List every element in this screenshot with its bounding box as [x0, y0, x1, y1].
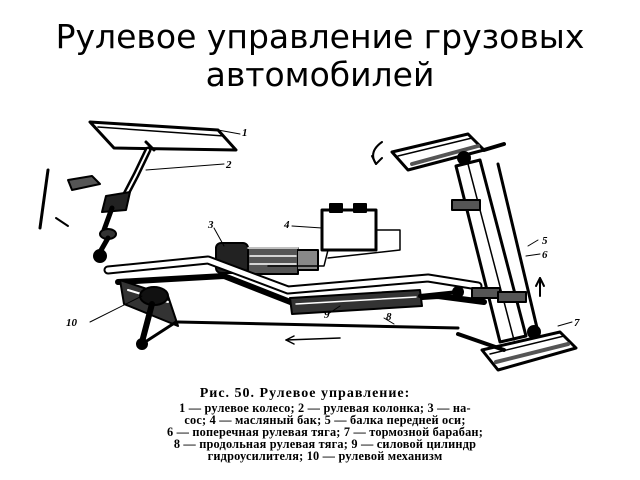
steering-diagram: 1 2 3 4 5 6 7 8 9 10 — [38, 120, 580, 372]
caption-line: гидроусилителя; 10 — рулевой механизм — [207, 449, 443, 463]
caption-line: 1 — рулевое колесо; 2 — рулевая колонка;… — [179, 401, 471, 415]
callout-8: 8 — [386, 311, 392, 323]
front-axle — [451, 158, 540, 344]
caption-heading: Рис. 50. Рулевое управление: — [199, 386, 411, 401]
power-cylinder — [289, 286, 464, 315]
steering-wheel — [88, 120, 238, 152]
figure-caption: Рис. 50. Рулевое управление: 1 — рулевое… — [55, 386, 595, 462]
slide-title-line-2: автомобилей — [205, 55, 435, 94]
callout-4: 4 — [283, 219, 290, 231]
caption-line: 8 — продольная рулевая тяга; 9 — силовой… — [173, 437, 477, 451]
oil-tank — [267, 203, 401, 267]
callout-2: 2 — [225, 159, 232, 171]
callout-1: 1 — [242, 127, 248, 139]
pump — [215, 242, 319, 275]
slide-title-line-1: Рулевое управление грузовых — [55, 17, 585, 56]
caption-line: 6 — поперечная рулевая тяга; 7 — тормозн… — [166, 425, 483, 439]
steering-gear — [119, 279, 179, 350]
callout-3: 3 — [207, 219, 214, 231]
steering-column — [38, 146, 152, 263]
callout-9: 9 — [324, 309, 330, 321]
callout-5: 5 — [542, 235, 548, 247]
callout-10: 10 — [66, 317, 78, 329]
callout-6: 6 — [542, 249, 548, 261]
brake-drum-lower — [456, 325, 578, 372]
slide-title: Рулевое управление грузовых автомобилей — [0, 18, 640, 94]
callout-7: 7 — [574, 317, 580, 329]
brake-drum-upper — [390, 132, 506, 172]
caption-line: сос; 4 — масляный бак; 5 — балка передне… — [184, 413, 466, 427]
